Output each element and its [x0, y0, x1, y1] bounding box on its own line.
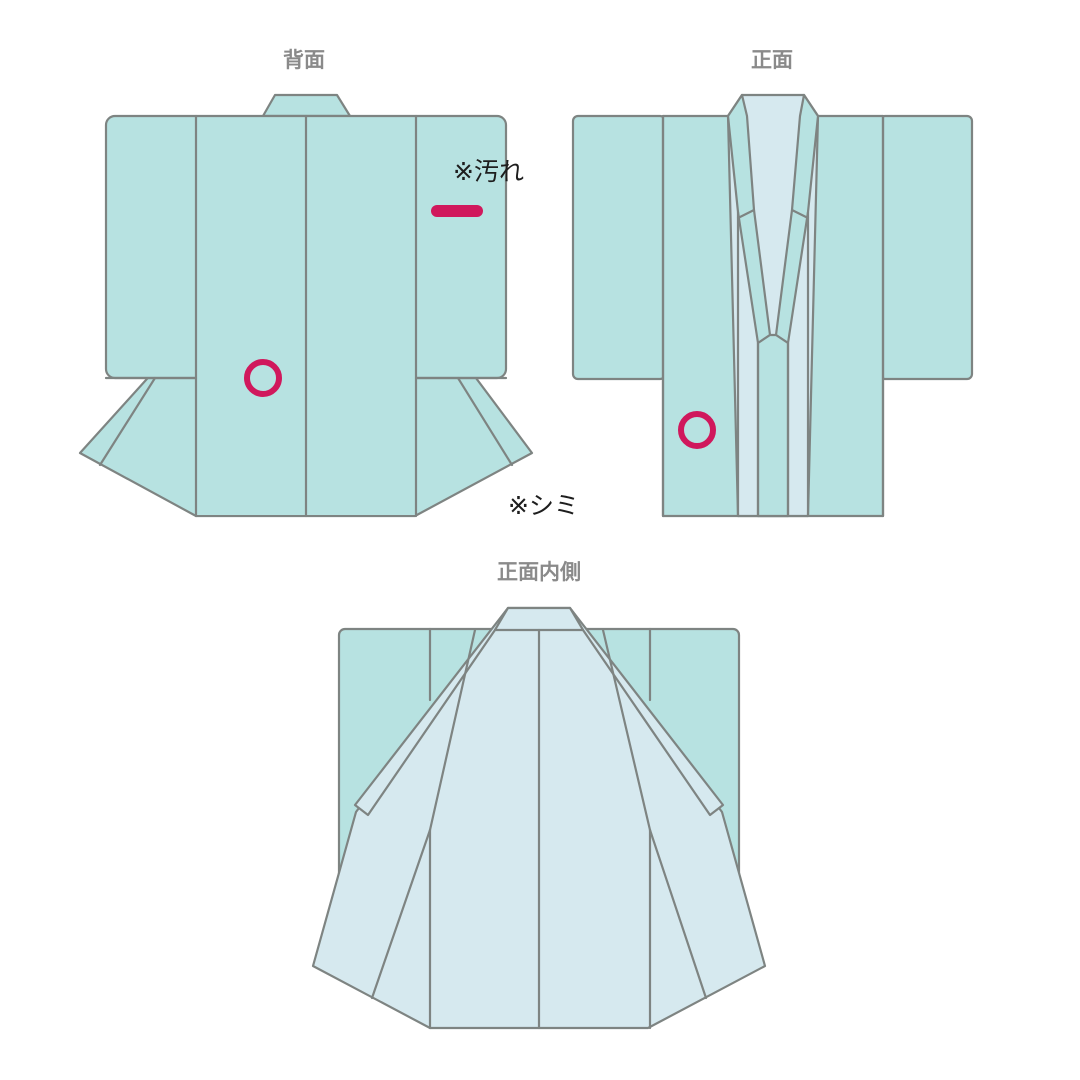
back-collar	[261, 93, 352, 118]
back-dirt-marker	[431, 205, 483, 217]
front-view: 正面 ※シミ	[508, 48, 974, 520]
front-view-title: 正面	[751, 48, 793, 72]
inside-view-title: 正面内側	[497, 560, 581, 584]
front-spot-marker	[678, 411, 716, 449]
back-gusset-left	[98, 376, 157, 467]
inside-seam-left	[428, 628, 477, 832]
inside-seam-right	[601, 628, 652, 832]
back-spot-marker	[244, 359, 282, 397]
inside-seam-flare-left	[370, 828, 432, 1000]
front-left-sleeve	[571, 114, 667, 381]
front-collar-cross-left	[736, 208, 756, 220]
front-collar-cross-right	[790, 208, 810, 220]
inside-collar-top	[493, 606, 585, 632]
back-view-title: 背面	[283, 48, 325, 72]
back-dirt-note: ※汚れ	[453, 157, 524, 186]
back-view: 背面 ※汚れ	[78, 48, 534, 518]
back-gusset-right	[456, 376, 514, 467]
front-right-sleeve	[878, 114, 974, 381]
inside-seam-flare-right	[648, 828, 708, 1000]
front-collar-tip	[756, 333, 790, 518]
front-spot-note: ※シミ	[508, 491, 579, 520]
inside-view: 正面内側	[311, 560, 767, 1030]
